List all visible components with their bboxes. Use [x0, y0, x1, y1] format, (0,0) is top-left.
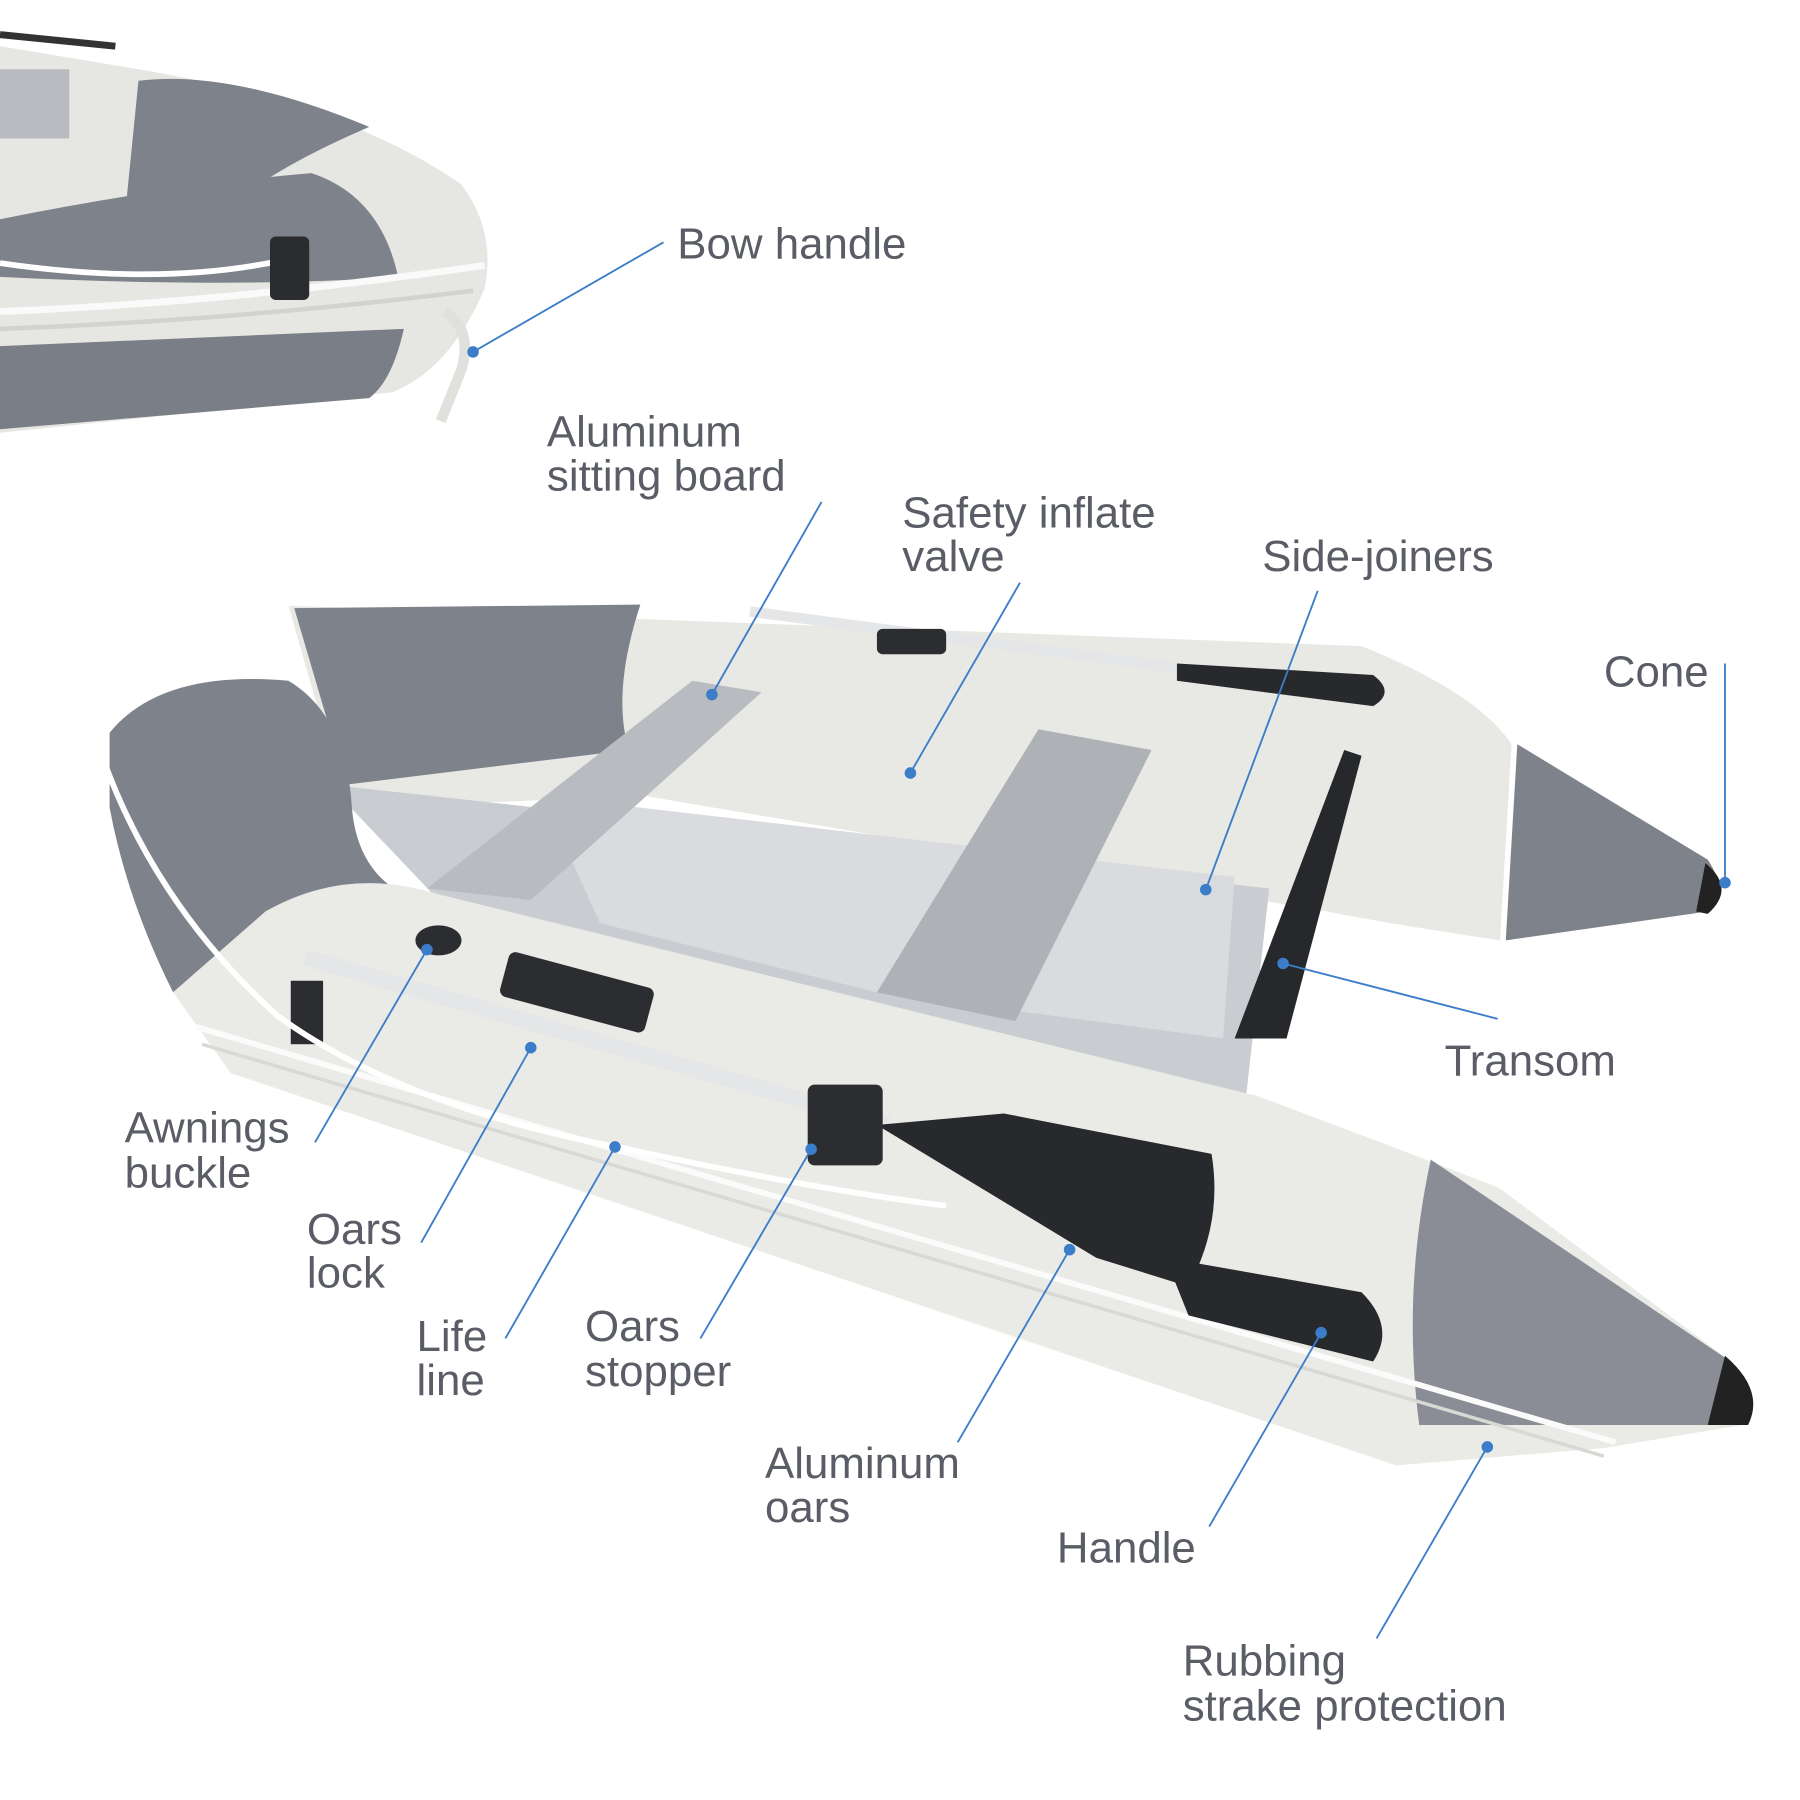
label-bow-handle: Bow handle	[677, 219, 906, 268]
marker-oars-lock	[525, 1041, 537, 1054]
marker-handle	[1315, 1326, 1327, 1339]
label-sitting-board-1: Aluminum	[547, 408, 742, 457]
label-inflate-valve-2: valve	[902, 532, 1004, 581]
label-sitting-board-2: sitting board	[547, 451, 786, 500]
leader-sitting-board	[711, 501, 823, 696]
label-life-line-2: line	[417, 1356, 485, 1405]
label-rubbing-strake-1: Rubbing	[1183, 1636, 1346, 1685]
label-awnings-buckle-2: buckle	[125, 1148, 252, 1197]
leader-handle	[1208, 1332, 1322, 1528]
label-side-joiners: Side-joiners	[1262, 532, 1493, 581]
leader-oars-stopper	[699, 1148, 812, 1339]
leader-transom	[1282, 962, 1498, 1020]
marker-side-joiners	[1200, 883, 1212, 896]
label-life-line-1: Life	[417, 1312, 488, 1361]
marker-bow-handle	[467, 346, 479, 358]
marker-rubbing-strake	[1481, 1441, 1494, 1453]
leader-life-line	[504, 1146, 616, 1339]
label-inflate-valve-1: Safety inflate	[902, 488, 1155, 537]
leader-lines	[314, 241, 1731, 1639]
marker-aluminum-oars	[1063, 1243, 1076, 1256]
label-oars-lock-2: lock	[307, 1249, 385, 1298]
leader-inflate-valve	[909, 582, 1021, 774]
marker-cone	[1719, 876, 1731, 889]
marker-inflate-valve	[904, 767, 917, 779]
label-aluminum-oars-1: Aluminum	[765, 1439, 960, 1488]
label-transom: Transom	[1445, 1036, 1616, 1085]
leader-bow-handle	[472, 241, 664, 353]
label-oars-lock-1: Oars	[307, 1205, 402, 1254]
leader-side-joiners	[1204, 590, 1319, 890]
label-aluminum-oars-2: oars	[765, 1483, 850, 1532]
leader-awnings-buckle	[314, 949, 428, 1143]
label-rubbing-strake-2: strake protection	[1183, 1681, 1507, 1730]
leader-rubbing-strake	[1375, 1446, 1489, 1639]
main-boat-image	[95, 604, 1754, 1466]
marker-oars-stopper	[805, 1143, 817, 1155]
label-oars-stopper-1: Oars	[585, 1302, 680, 1351]
marker-awnings-buckle	[421, 943, 433, 956]
leader-oars-lock	[420, 1047, 532, 1244]
marker-transom	[1277, 957, 1289, 970]
label-cone: Cone	[1604, 648, 1709, 697]
bow-inset-image	[0, 31, 488, 433]
label-awnings-buckle-1: Awnings	[125, 1103, 290, 1152]
labels: Bow handle Aluminum sitting board Safety…	[125, 219, 1709, 1730]
marker-sitting-board	[706, 688, 718, 701]
leader-aluminum-oars	[956, 1249, 1071, 1443]
label-handle: Handle	[1057, 1523, 1196, 1572]
marker-life-line	[609, 1141, 621, 1153]
label-oars-stopper-2: stopper	[585, 1347, 731, 1396]
